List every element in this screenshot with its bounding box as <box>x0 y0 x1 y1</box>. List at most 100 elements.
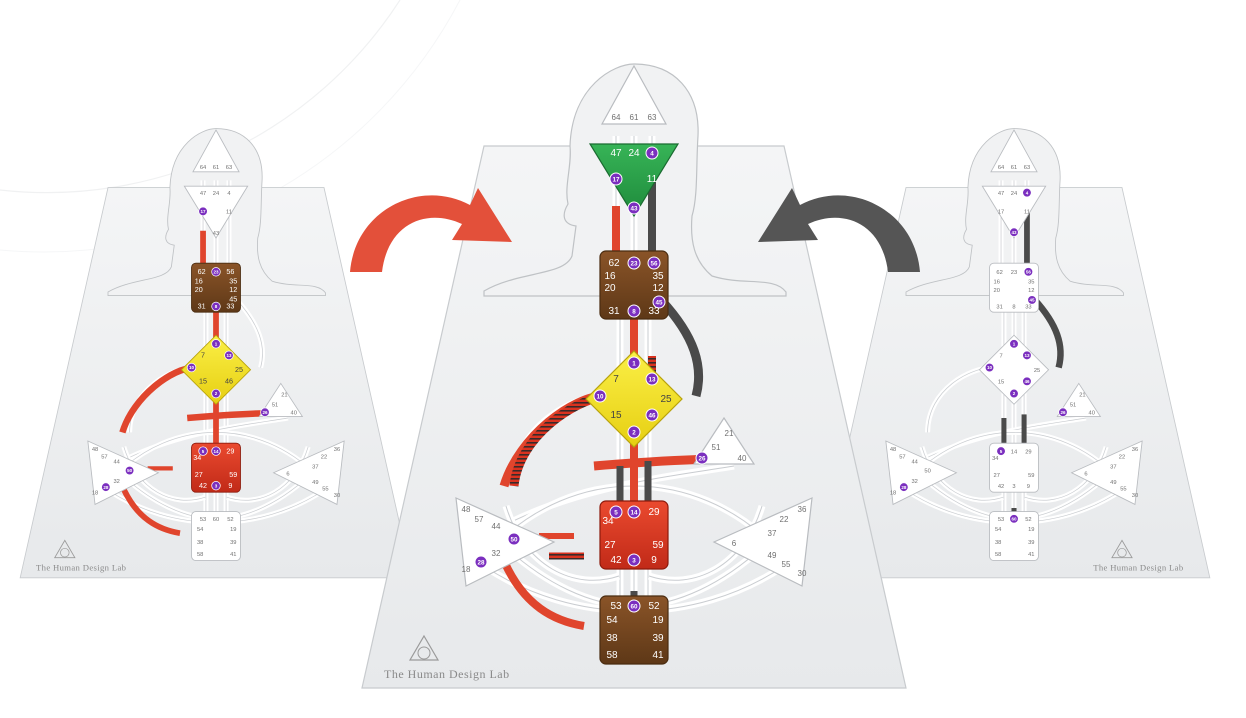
gate-42: 42 <box>998 484 1004 490</box>
gate-8: 8 <box>632 308 636 315</box>
gate-22: 22 <box>780 515 789 524</box>
gate-16: 16 <box>994 279 1000 285</box>
gate-58: 58 <box>995 552 1001 558</box>
gate-26: 26 <box>262 410 268 415</box>
gate-28-marker <box>899 482 909 492</box>
gate-57: 57 <box>101 454 107 460</box>
gate-59: 59 <box>652 540 664 551</box>
gate-17: 17 <box>998 210 1004 216</box>
gate-7: 7 <box>999 354 1002 360</box>
gate-14: 14 <box>630 509 638 516</box>
gate-23: 23 <box>1011 270 1017 276</box>
channel-outline <box>235 298 263 368</box>
active-channel <box>1031 297 1064 369</box>
gate-46: 46 <box>1024 379 1030 384</box>
gate-24: 24 <box>213 191 220 197</box>
gate-14-marker <box>627 505 641 519</box>
gate-37: 37 <box>768 529 777 538</box>
gate-24: 24 <box>628 148 640 159</box>
gate-41: 41 <box>230 552 236 558</box>
channel-outline <box>912 432 1116 476</box>
gate-40: 40 <box>738 454 747 463</box>
gate-13-marker <box>1022 350 1032 361</box>
gate-2-marker <box>627 425 641 439</box>
gate-13: 13 <box>1024 353 1030 358</box>
gate-26-marker <box>695 451 709 465</box>
gate-8: 8 <box>215 304 218 309</box>
gate-44: 44 <box>492 522 501 531</box>
gate-17: 17 <box>612 176 620 183</box>
head-center <box>192 129 240 173</box>
gate-45-marker <box>1027 295 1037 305</box>
gate-56: 56 <box>1026 269 1032 274</box>
gate-46: 46 <box>648 412 656 419</box>
gate-51: 51 <box>712 443 721 452</box>
logo-triangle <box>1111 539 1133 559</box>
gate-10-marker <box>984 362 995 373</box>
gate-42: 42 <box>199 481 207 490</box>
gate-39: 39 <box>652 633 664 644</box>
gate-2-marker <box>1009 388 1019 399</box>
gate-29: 29 <box>1025 449 1031 455</box>
gate-26: 26 <box>1060 410 1066 415</box>
gate-24: 24 <box>1011 191 1018 197</box>
gate-64: 64 <box>612 113 621 122</box>
gate-31: 31 <box>996 305 1002 311</box>
gate-46: 46 <box>225 376 233 385</box>
gate-50-marker <box>507 532 521 546</box>
gate-26-marker <box>260 407 270 417</box>
gate-12: 12 <box>1028 288 1034 294</box>
gate-6: 6 <box>1084 472 1087 478</box>
gate-3: 3 <box>215 483 218 488</box>
gate-30: 30 <box>1132 493 1138 499</box>
gate-23-marker <box>627 256 641 270</box>
gate-11: 11 <box>1024 210 1030 216</box>
gate-18: 18 <box>462 565 471 574</box>
gate-44: 44 <box>113 459 120 465</box>
gate-17-marker <box>198 206 208 217</box>
gate-30: 30 <box>798 569 807 578</box>
gate-18: 18 <box>890 490 896 496</box>
gate-56-marker <box>647 256 661 270</box>
gate-38: 38 <box>606 633 618 644</box>
gate-41: 41 <box>652 650 664 661</box>
gate-6: 6 <box>286 472 289 478</box>
gate-2: 2 <box>215 391 218 396</box>
gate-4-marker <box>1022 187 1032 198</box>
gate-18: 18 <box>92 490 98 496</box>
gate-1: 1 <box>215 341 218 346</box>
gate-56-marker <box>1023 267 1034 277</box>
gate-50: 50 <box>127 468 133 473</box>
gate-15: 15 <box>998 379 1004 385</box>
gate-19: 19 <box>652 615 664 626</box>
gate-54: 54 <box>995 527 1002 533</box>
gate-50-marker <box>124 465 135 476</box>
gate-16: 16 <box>195 276 203 285</box>
gate-31: 31 <box>198 302 206 311</box>
gate-52: 52 <box>648 601 660 612</box>
gate-31: 31 <box>608 306 620 317</box>
gate-7: 7 <box>613 374 619 385</box>
gate-10: 10 <box>596 393 604 400</box>
gate-12: 12 <box>229 285 237 294</box>
gate-35: 35 <box>1028 279 1034 285</box>
gate-32: 32 <box>113 479 119 485</box>
gate-4: 4 <box>227 191 231 197</box>
gate-10-marker <box>593 389 607 403</box>
gate-3: 3 <box>1012 484 1015 490</box>
ego-center <box>258 382 304 417</box>
gate-54: 54 <box>606 615 618 626</box>
g-center <box>978 334 1050 405</box>
gate-16: 16 <box>604 271 616 282</box>
gate-33: 33 <box>1025 305 1031 311</box>
gate-12: 12 <box>652 283 664 294</box>
gate-28: 28 <box>901 485 907 490</box>
root-center <box>599 595 669 665</box>
brand-wordmark: The Human Design Lab <box>36 563 126 573</box>
dark-curved-arrow-icon <box>758 188 920 272</box>
